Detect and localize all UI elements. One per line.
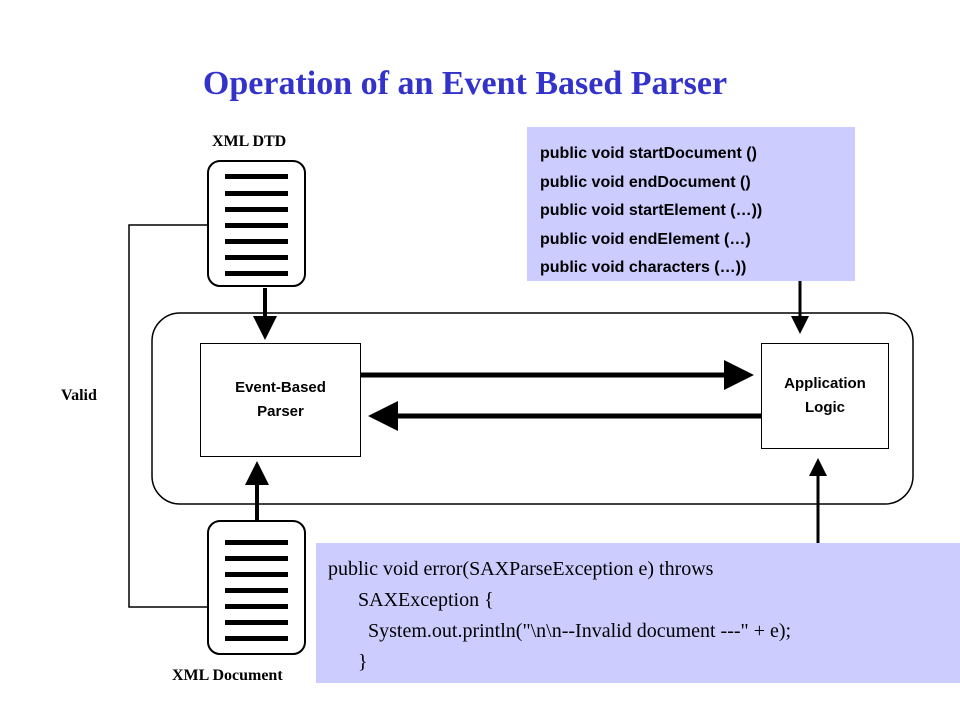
parser-box-label-line: Parser [257,403,304,420]
xml-dtd-label: XML DTD [212,133,287,150]
text-line-icon [225,556,288,561]
text-line-icon [225,239,288,244]
text-line-icon [225,588,288,593]
error-handler-callout: public void error(SAXParseException e) t… [316,543,960,683]
text-line-icon [225,191,288,196]
valid-label: Valid [61,387,97,404]
text-line-icon [225,207,288,212]
error-handler-code-line: public void error(SAXParseException e) t… [328,558,714,580]
text-line-icon [225,540,288,545]
text-line-icon [225,636,288,641]
text-line-icon [225,271,288,276]
application-box-label-line: Application [784,375,866,392]
error-handler-code-line: } [328,651,368,673]
parser-environment-frame [151,312,914,505]
xml-document-label: XML Document [172,667,283,684]
callback-method-line: public void endDocument () [540,173,751,191]
text-line-icon [225,620,288,625]
text-line-icon [225,572,288,577]
valid-connector-line [128,224,207,608]
callback-method-line: public void endElement (…) [540,230,751,248]
text-line-icon [225,223,288,228]
text-line-icon [225,174,288,179]
application-logic-box: Application Logic [761,343,889,449]
callback-method-line: public void characters (…)) [540,259,747,276]
xml-document-icon [207,520,306,655]
xml-dtd-document-icon [207,160,306,287]
text-line-icon [225,255,288,260]
error-handler-code-line: SAXException { [328,589,494,611]
parser-box-label-line: Event-Based [235,379,326,396]
text-line-icon [225,604,288,609]
application-box-label-line: Logic [805,399,845,416]
event-based-parser-box: Event-Based Parser [200,343,361,457]
callback-method-line: public void startElement (…)) [540,202,763,219]
error-handler-code-line: System.out.println("\n\n--Invalid docume… [328,620,792,642]
callback-methods-callout: public void startDocument () public void… [527,127,855,281]
slide-title: Operation of an Event Based Parser [202,65,728,102]
callback-method-line: public void startDocument () [540,145,757,162]
